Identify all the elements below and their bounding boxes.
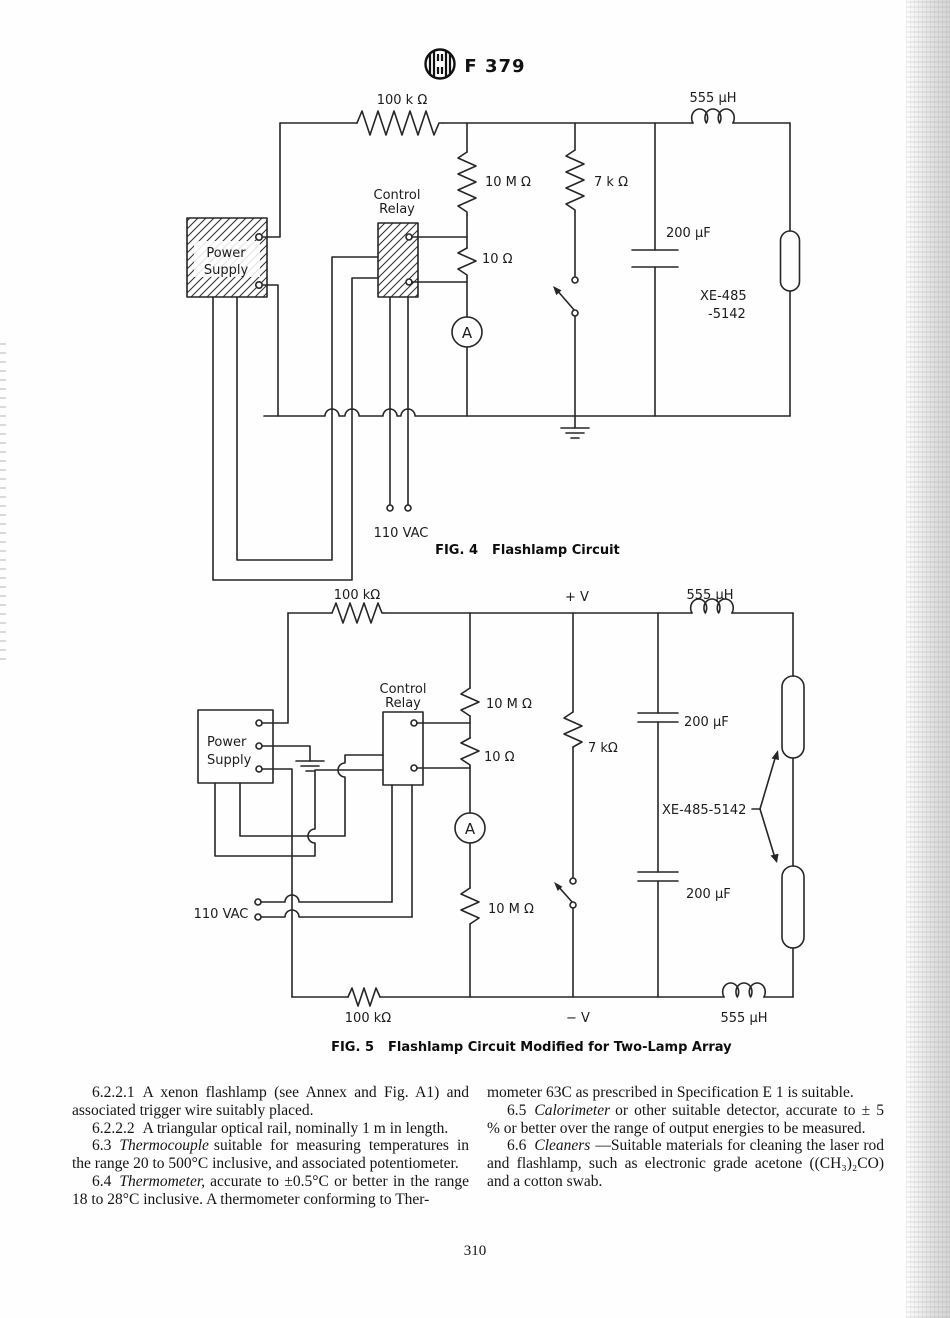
fig4-label-110vac: 110 VAC — [374, 526, 429, 541]
fig4-label-lamp-2: -5142 — [708, 307, 746, 322]
fig4-resistor-7k — [565, 149, 585, 213]
fig4-label-lamp-1: XE-485 — [700, 289, 747, 304]
fig4-caption-title: Flashlamp Circuit — [492, 543, 620, 558]
fig5-label-10ohm: 10 Ω — [484, 750, 515, 765]
fig5-resistor-100k-bottom — [347, 987, 381, 1007]
doc-code: F 379 — [464, 55, 526, 77]
paragraph-64-continued: mometer 63C as prescribed in Specificati… — [487, 1084, 854, 1101]
fig5-label-200uF-top: 200 μF — [684, 715, 729, 730]
fig4-label-ps-1: Power — [206, 246, 246, 261]
fig5-label-minus-v: − V — [566, 1011, 590, 1026]
fig4-label-555uH: 555 μH — [690, 91, 737, 106]
fig5-capacitor-200uF-bottom — [637, 871, 679, 882]
fig5-label-200uF-bottom: 200 μF — [686, 887, 731, 902]
fig5-resistor-10M-top — [460, 687, 480, 717]
fig5-switch-terminal — [569, 901, 577, 909]
fig4-control-relay-box — [377, 222, 419, 298]
fig5-resistor-10 — [460, 737, 480, 767]
right-column: mometer 63C as prescribed in Specificati… — [487, 1084, 884, 1209]
astm-logo-icon — [424, 48, 457, 84]
fig4-label-relay-1: Control — [374, 188, 421, 203]
fig5-caption-number: FIG. 5 — [331, 1040, 374, 1055]
fig5-flashlamp-2 — [781, 865, 805, 949]
fig4-caption-number: FIG. 4 — [435, 543, 478, 558]
fig5-label-10M-bottom: 10 M Ω — [488, 902, 534, 917]
page-number: 310 — [463, 1243, 487, 1259]
circuit-figures: 100 k Ω 555 μH 10 M Ω 7 k Ω 10 Ω 200 μF … — [186, 91, 805, 1055]
fig5-label-relay-1: Control — [380, 682, 427, 697]
fig4-vac-terminal — [386, 504, 394, 512]
fig4-inductor-555uH — [690, 108, 736, 124]
scan-edge-marks — [0, 340, 6, 660]
fig4-label-10M: 10 M Ω — [485, 175, 531, 190]
fig4-flashlamp-circuit: 100 k Ω 555 μH 10 M Ω 7 k Ω 10 Ω 200 μF … — [186, 91, 801, 581]
fig5-flashlamp-circuit-two-lamp: 100 kΩ + V 555 μH 10 M Ω Control Relay P… — [194, 588, 805, 1055]
fig5-label-100k-bottom: 100 kΩ — [345, 1011, 391, 1026]
fig5-label-ps-2: Supply — [207, 753, 252, 768]
fig5-label-plus-v: + V — [565, 590, 589, 605]
page-header: F 379 — [0, 48, 950, 84]
fig5-ground-symbol — [295, 760, 325, 772]
fig5-inductor-555uH-bottom — [721, 982, 767, 998]
fig5-capacitor-200uF-top — [637, 712, 679, 723]
fig5-label-555uH-top: 555 μH — [687, 588, 734, 603]
fig4-label-200uF: 200 μF — [666, 226, 711, 241]
fig5-control-relay-box — [382, 711, 424, 786]
fig4-capacitor-200uF — [631, 249, 679, 268]
fig4-bottom-rail — [263, 408, 791, 417]
fig4-switch-blade — [555, 288, 576, 312]
fig5-resistor-100k-top — [331, 602, 385, 624]
fig5-resistor-10M-bottom — [460, 887, 480, 925]
fig4-switch-terminal — [571, 276, 579, 284]
fig5-caption-title: Flashlamp Circuit Modified for Two-Lamp … — [388, 1040, 732, 1055]
fig4-switch-terminal — [571, 309, 579, 317]
fig5-inductor-555uH-top — [689, 598, 735, 614]
fig5-vac-terminal — [254, 913, 262, 921]
fig5-label-ps-1: Power — [207, 735, 247, 750]
fig4-label-relay-2: Relay — [379, 202, 415, 217]
fig4-label-100k: 100 k Ω — [377, 93, 428, 108]
fig5-label-100k-top: 100 kΩ — [334, 588, 380, 603]
fig4-label-ps-2: Supply — [204, 263, 249, 278]
fig4-resistor-100k — [356, 110, 444, 136]
fig4-resistor-10 — [457, 247, 477, 279]
fig5-flashlamp-1 — [781, 675, 805, 759]
fig5-label-555uH-bottom: 555 μH — [721, 1011, 768, 1026]
scan-edge-texture — [906, 0, 950, 1318]
fig5-label-7k: 7 kΩ — [588, 741, 618, 756]
fig5-resistor-7k — [563, 711, 583, 748]
fig5-vac-terminal — [254, 898, 262, 906]
fig5-label-110vac: 110 VAC — [194, 907, 249, 922]
fig4-ammeter-letter: A — [462, 324, 473, 342]
fig4-flashlamp — [779, 230, 801, 292]
fig5-ammeter-letter: A — [465, 820, 476, 838]
fig4-label-7k: 7 k Ω — [594, 175, 628, 190]
fig4-label-10ohm: 10 Ω — [482, 252, 513, 267]
fig5-label-10M-top: 10 M Ω — [486, 697, 532, 712]
fig5-label-lamp: XE-485-5142 — [662, 803, 746, 818]
fig4-resistor-10M — [457, 151, 477, 216]
fig5-label-relay-2: Relay — [385, 696, 421, 711]
fig5-switch-terminal — [569, 877, 577, 885]
fig4-vac-terminal — [404, 504, 412, 512]
fig4-ground-symbol — [560, 427, 590, 439]
